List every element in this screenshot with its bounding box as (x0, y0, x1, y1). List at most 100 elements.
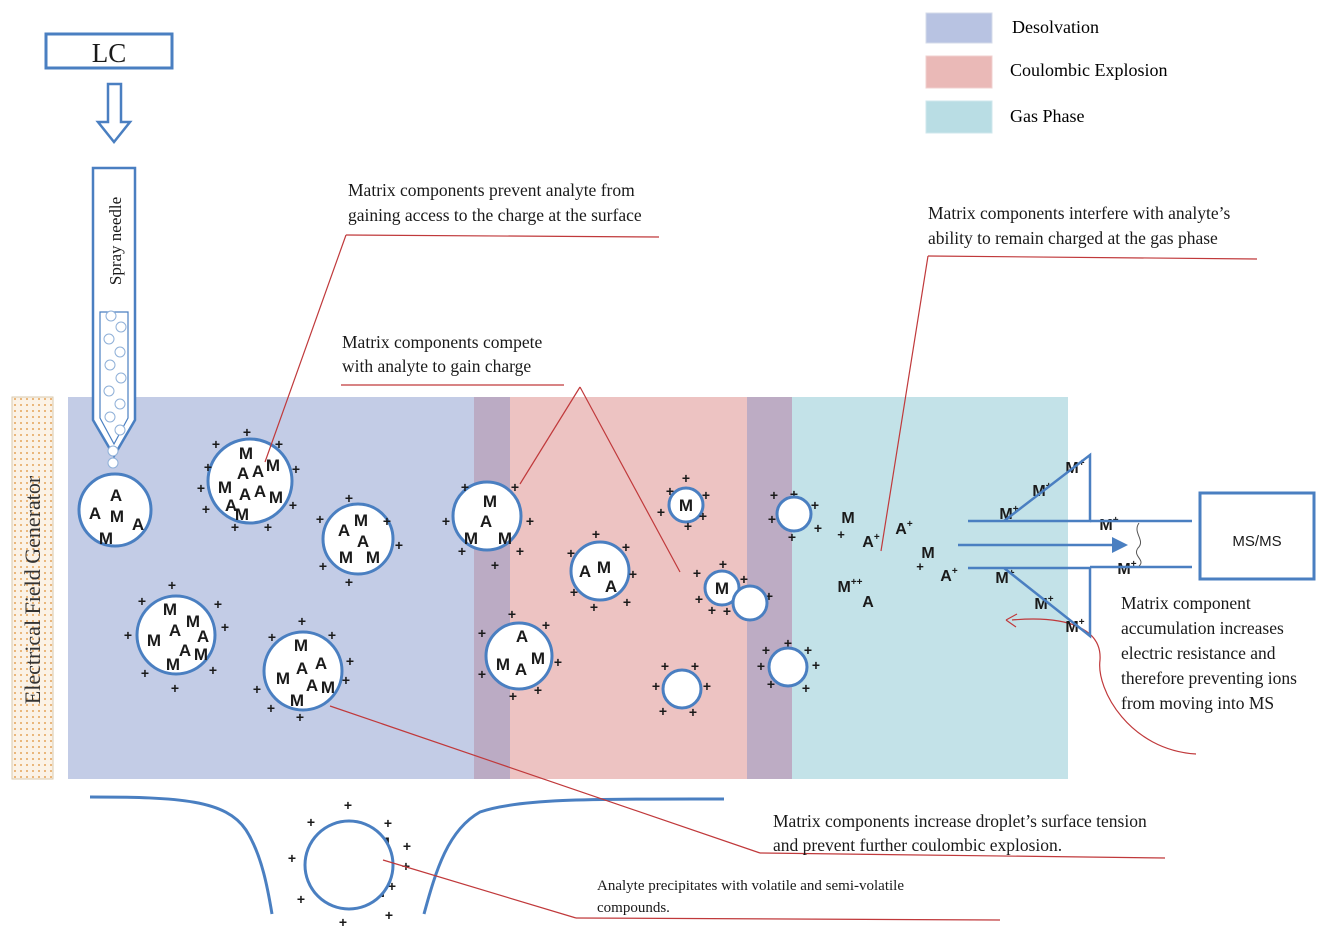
droplet-molecule-label: M (194, 645, 208, 664)
charge-plus-icon: + (339, 914, 347, 927)
charge-plus-icon: + (740, 571, 748, 587)
bubble-icon (115, 321, 127, 333)
charge-plus-icon: + (221, 619, 229, 635)
charge-plus-icon: + (345, 574, 353, 590)
lc-down-arrow-icon (95, 82, 133, 145)
charge-plus-icon: + (804, 642, 812, 658)
charge-plus-icon: + (811, 497, 819, 513)
droplet-molecule-label: M (110, 507, 124, 526)
callout-compete-line1: Matrix components compete (342, 332, 542, 352)
charge-plus-icon: + (703, 678, 711, 694)
droplet-molecule-label: M (366, 548, 380, 567)
droplet-molecule-label: M (290, 691, 304, 710)
droplet-molecule-label: M (597, 558, 611, 577)
charge-plus-icon: + (458, 543, 466, 559)
charge-plus-icon: + (526, 513, 534, 529)
charge-plus-icon: + (657, 504, 665, 520)
charge-plus-icon: + (812, 657, 820, 673)
spray-bubbles (103, 310, 127, 469)
gas-phase-region (792, 397, 1068, 779)
charge-plus-icon: + (508, 606, 516, 622)
droplet-molecule-label: A (179, 641, 191, 660)
droplet-molecule-label: A (338, 521, 350, 540)
legend: Desolvation Coulombic Explosion Gas Phas… (925, 12, 1168, 134)
charge-plus-icon: + (442, 513, 450, 529)
charge-plus-icon: + (629, 566, 637, 582)
callout-resistance-line2: accumulation increases (1121, 618, 1284, 638)
charge-plus-icon: + (209, 662, 217, 678)
ms-box (1198, 491, 1316, 581)
spray-needle-label: Spray needle (106, 197, 125, 285)
charge-plus-icon: + (298, 613, 306, 629)
droplet-molecule-label: A (197, 627, 209, 646)
droplet-molecule-label: A (237, 464, 249, 483)
desolvation-region (68, 397, 510, 779)
charge-plus-icon: + (292, 461, 300, 477)
droplet-molecule-label: A (579, 562, 591, 581)
charge-plus-icon: + (567, 545, 575, 561)
droplet-shell (303, 819, 395, 911)
charge-plus-icon: + (289, 497, 297, 513)
callout-compete-line2: with analyte to gain charge (342, 356, 531, 376)
droplet-molecule-label: M (339, 548, 353, 567)
droplet-molecule-label: M (218, 478, 232, 497)
legend-swatch-coulombic (925, 55, 993, 89)
droplet-molecule-label: M (294, 636, 308, 655)
droplet-molecule-label: M (163, 600, 177, 619)
charge-plus-icon: + (767, 676, 775, 692)
surface-tension-curve-right (422, 797, 725, 915)
droplet-molecule-label: A (480, 512, 492, 531)
droplet-shell (731, 584, 769, 622)
charge-plus-icon: + (516, 543, 524, 559)
charge-plus-icon: + (802, 680, 810, 696)
callout-resistance-line5: from moving into MS (1121, 693, 1274, 713)
charge-plus-icon: + (623, 594, 631, 610)
charge-plus-icon: + (784, 635, 792, 651)
droplet-shell (262, 630, 344, 712)
charge-plus-icon: + (916, 559, 924, 574)
ms-inlet (968, 452, 1192, 639)
charge-plus-icon: + (684, 518, 692, 534)
charge-plus-icon: + (267, 700, 275, 716)
callout-precipitate-line2: compounds. (597, 900, 670, 916)
charge-plus-icon: + (699, 508, 707, 524)
charge-plus-icon: + (124, 627, 132, 643)
charge-plus-icon: + (542, 617, 550, 633)
charge-plus-icon: + (319, 558, 327, 574)
charge-plus-icon: + (702, 487, 710, 503)
charge-plus-icon: + (659, 703, 667, 719)
gas-ion-label: M+ (1117, 559, 1136, 578)
electrical-field-generator (11, 396, 54, 780)
droplet-shell (703, 569, 741, 607)
charge-plus-icon: + (509, 688, 517, 704)
callout-resistance-line4: therefore preventing ions (1121, 668, 1297, 688)
charge-plus-icon: + (141, 665, 149, 681)
charge-plus-icon: + (345, 490, 353, 506)
bubble-icon (114, 346, 126, 358)
charge-plus-icon: + (770, 487, 778, 503)
droplet-molecule-label: M (239, 444, 253, 463)
droplet-molecule-label: A (254, 482, 266, 501)
droplet-molecule-label: M (166, 655, 180, 674)
callout-resistance-line1: Matrix component (1121, 593, 1251, 613)
charge-plus-icon: + (288, 850, 296, 866)
droplet-molecule-label: M (276, 669, 290, 688)
droplet-molecule-label: M (235, 505, 249, 524)
charge-plus-icon: + (328, 627, 336, 643)
ion-beam-arrowhead-icon (1112, 537, 1128, 553)
droplet-shell (206, 437, 294, 525)
lc-box (44, 32, 174, 70)
droplet (303, 819, 395, 911)
callout-surface-access-line2: gaining access to the charge at the surf… (348, 205, 642, 225)
charge-plus-icon: + (243, 424, 251, 440)
charge-plus-icon: + (491, 557, 499, 573)
droplet-shell (775, 495, 813, 533)
charge-plus-icon: + (511, 479, 519, 495)
bubble-icon (115, 372, 127, 384)
charge-plus-icon: + (837, 527, 845, 542)
charge-plus-icon: + (622, 539, 630, 555)
droplet: MA+++++++ (693, 556, 773, 619)
